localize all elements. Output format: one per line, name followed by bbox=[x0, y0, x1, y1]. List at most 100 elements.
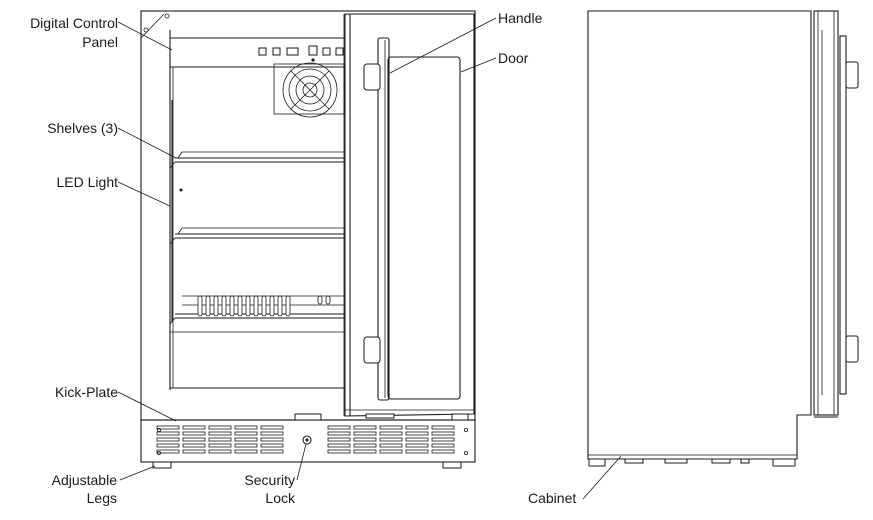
shelf-coil bbox=[197, 295, 331, 317]
vent-slot bbox=[379, 425, 403, 430]
label-digital-control-panel-line1: Digital Control bbox=[30, 15, 118, 31]
vent-slot bbox=[234, 449, 258, 454]
vent-slot bbox=[182, 425, 206, 430]
cabinet-screw bbox=[143, 27, 149, 33]
panel-button-icon bbox=[286, 47, 299, 56]
vent-slot bbox=[327, 443, 351, 448]
kick-plate-screw bbox=[463, 450, 468, 455]
vent-slot bbox=[431, 431, 455, 436]
label-shelves: Shelves (3) bbox=[47, 120, 118, 136]
label-adjustable-legs-line2: Legs bbox=[87, 490, 117, 506]
leader-lines bbox=[117, 17, 622, 500]
vent-slot bbox=[156, 443, 180, 448]
vent-slot bbox=[156, 437, 180, 442]
label-security-lock-line2: Lock bbox=[265, 490, 296, 506]
label-led-light: LED Light bbox=[57, 174, 119, 190]
vent-slot bbox=[156, 449, 180, 454]
leader-digital-control-panel bbox=[117, 21, 173, 51]
label-kick-plate: Kick-Plate bbox=[55, 384, 118, 400]
leader-handle bbox=[389, 17, 497, 74]
kick-plate bbox=[140, 413, 476, 463]
vent-slot bbox=[405, 437, 429, 442]
cabinet-foot-tab bbox=[711, 458, 731, 464]
label-security-lock-line1: Security bbox=[244, 472, 295, 488]
panel-indicator-icon bbox=[311, 58, 315, 62]
vent-slot bbox=[208, 437, 232, 442]
shelf bbox=[169, 295, 345, 325]
leader-door bbox=[460, 57, 497, 73]
door-handle-side bbox=[839, 35, 859, 395]
cabinet-corner-line bbox=[140, 13, 165, 39]
leader-security-lock bbox=[296, 443, 307, 481]
label-door: Door bbox=[498, 50, 529, 66]
vent-slot bbox=[327, 437, 351, 442]
vent-slot bbox=[234, 443, 258, 448]
labels: Digital Control Panel Shelves (3) LED Li… bbox=[30, 10, 576, 506]
vent-slot bbox=[182, 443, 206, 448]
adjustable-leg bbox=[772, 458, 796, 467]
vent-slot bbox=[208, 431, 232, 436]
leader-kick-plate bbox=[117, 391, 177, 422]
vent-slot bbox=[379, 449, 403, 454]
label-adjustable-legs-line1: Adjustable bbox=[52, 472, 118, 488]
adjustable-leg bbox=[442, 461, 462, 469]
vent-slot bbox=[379, 443, 403, 448]
adjustable-leg bbox=[588, 458, 606, 467]
vent-slot bbox=[234, 431, 258, 436]
vent-slot bbox=[260, 431, 284, 436]
vent-slot bbox=[208, 425, 232, 430]
vent-slot bbox=[405, 443, 429, 448]
door-glass bbox=[387, 56, 461, 400]
cabinet-foot-tab bbox=[624, 458, 644, 464]
label-cabinet: Cabinet bbox=[528, 490, 576, 506]
vent-slot bbox=[260, 449, 284, 454]
vent-slot bbox=[327, 431, 351, 436]
vent-slot bbox=[405, 449, 429, 454]
vent-slot bbox=[379, 431, 403, 436]
cabinet-foot-tab bbox=[740, 458, 750, 464]
vent-slot bbox=[431, 437, 455, 442]
front-view bbox=[140, 10, 476, 469]
shelf bbox=[169, 227, 345, 245]
vent-slot bbox=[431, 425, 455, 430]
leader-cabinet bbox=[582, 455, 622, 500]
label-handle: Handle bbox=[498, 10, 543, 26]
vent-slot bbox=[431, 449, 455, 454]
vent-slot bbox=[405, 431, 429, 436]
vent-slot bbox=[182, 437, 206, 442]
kick-plate-screw bbox=[463, 427, 468, 432]
panel-button-icon bbox=[272, 47, 281, 56]
kick-plate-screw bbox=[156, 427, 161, 432]
led-light-point bbox=[179, 188, 183, 192]
vent-slot bbox=[182, 449, 206, 454]
kick-plate-tab bbox=[294, 413, 322, 421]
handle-mount bbox=[363, 336, 381, 364]
digital-control-panel bbox=[258, 45, 344, 62]
label-digital-control-panel-line2: Panel bbox=[82, 34, 118, 50]
vent-slot bbox=[260, 425, 284, 430]
leader-adjustable-legs bbox=[119, 465, 156, 481]
cabinet-side-outline bbox=[587, 10, 812, 460]
door bbox=[343, 13, 475, 417]
vent-slot bbox=[353, 443, 377, 448]
adjustable-leg bbox=[152, 461, 172, 469]
vent-slot bbox=[234, 425, 258, 430]
leader-shelves bbox=[117, 127, 177, 159]
vent-slot bbox=[327, 425, 351, 430]
kick-plate-tab bbox=[365, 413, 395, 419]
kick-plate-tab bbox=[451, 413, 469, 421]
security-lock-icon[interactable] bbox=[302, 435, 312, 445]
cabinet-screw bbox=[164, 13, 170, 19]
vent-slot bbox=[405, 425, 429, 430]
cabinet-foot-tab bbox=[664, 458, 688, 464]
panel-button-icon bbox=[335, 47, 344, 56]
vent-slot bbox=[353, 449, 377, 454]
side-view bbox=[587, 10, 859, 467]
vent-slot bbox=[156, 431, 180, 436]
fan-icon bbox=[273, 62, 345, 118]
door-handle[interactable] bbox=[363, 37, 390, 401]
panel-button-icon bbox=[322, 47, 331, 56]
cabinet-front-outline bbox=[140, 10, 476, 421]
vent-slot bbox=[431, 443, 455, 448]
vent-slot bbox=[379, 437, 403, 442]
